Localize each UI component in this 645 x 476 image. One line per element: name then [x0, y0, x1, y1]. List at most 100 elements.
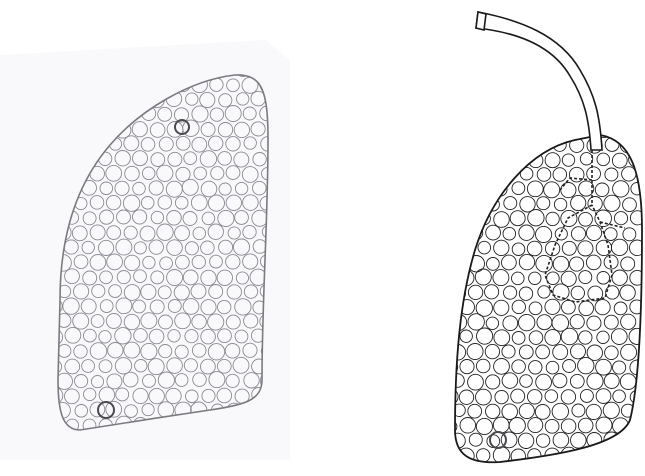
alveolus [510, 123, 525, 138]
trachea-tube [476, 12, 602, 150]
alveolus [586, 255, 601, 270]
alveolus [460, 183, 472, 195]
alveolus [502, 255, 517, 270]
alveolus [611, 329, 627, 345]
alveolus [504, 197, 517, 210]
alveolus [468, 404, 482, 418]
alveolus [477, 183, 490, 196]
alveolus [605, 168, 618, 181]
alveolus [570, 374, 584, 388]
alveolus [563, 360, 576, 373]
alveolus [561, 419, 576, 434]
alveolus [478, 241, 491, 254]
alveolus [586, 404, 601, 419]
alveolus [561, 390, 575, 404]
alveolus [444, 301, 458, 315]
alveolus [459, 240, 474, 255]
alveolus [579, 271, 592, 284]
alveolus [570, 315, 584, 329]
alveolus [512, 272, 525, 285]
alveolus [623, 198, 637, 212]
alveolus [578, 448, 593, 463]
alveolus [503, 227, 516, 240]
alveolus [527, 241, 542, 256]
alveolus [622, 434, 636, 448]
alveolus [461, 153, 474, 166]
alveolus [578, 418, 593, 433]
alveolus [519, 254, 534, 269]
alveolus [476, 152, 492, 168]
alveolus [528, 449, 541, 462]
alveolus [580, 389, 593, 402]
alveolus [597, 153, 610, 166]
alveolus [587, 373, 603, 389]
alveolus [504, 286, 517, 299]
alveolus [512, 243, 525, 256]
alveolus [614, 123, 628, 137]
alveolus [630, 123, 644, 137]
alveolus [495, 390, 508, 403]
alveolus [535, 405, 550, 420]
alveolus [459, 390, 473, 404]
alveolus [485, 285, 499, 299]
alveolus [545, 299, 560, 314]
alveolus [536, 434, 549, 447]
alveolus [468, 314, 484, 330]
alveolus [537, 315, 552, 330]
alveolus [442, 153, 457, 168]
alveolus [612, 270, 627, 285]
alveolus [597, 272, 610, 285]
alveolus [536, 374, 552, 390]
alveolus [493, 270, 509, 286]
alveolus [570, 257, 584, 271]
alveolus [544, 182, 560, 198]
alveolus [595, 183, 609, 197]
alveolus [502, 167, 515, 180]
alveolus [477, 122, 491, 136]
alveolus [614, 302, 627, 315]
alveolus [529, 331, 543, 345]
alveolus [467, 344, 483, 360]
alveolus [486, 225, 501, 240]
alveolus [445, 271, 458, 284]
alveolus [545, 419, 559, 433]
alveolus [545, 153, 560, 168]
alveolus [603, 402, 619, 418]
alveolus [546, 212, 559, 225]
alveolus [613, 390, 626, 403]
alveolus [529, 272, 541, 284]
alveolus [613, 361, 626, 374]
alveolus [451, 374, 465, 388]
alveolus [555, 228, 567, 240]
alveolus [451, 255, 466, 270]
alveolus [621, 314, 636, 329]
alveolus [596, 240, 611, 255]
alveolus [520, 375, 533, 388]
alveolus [571, 344, 586, 359]
alveolus [630, 391, 643, 404]
right-lung-alveoli [442, 121, 645, 464]
alveolus [486, 137, 500, 151]
alveolus [588, 197, 602, 211]
alveolus [629, 447, 645, 463]
alveolus [604, 315, 618, 329]
alveolus [461, 213, 473, 225]
alveolus [469, 433, 482, 446]
alveolus [596, 389, 611, 404]
alveolus [545, 330, 561, 346]
alveolus [442, 359, 458, 375]
alveolus [537, 168, 551, 182]
alveolus [503, 316, 518, 331]
alveolus [519, 287, 532, 300]
alveolus [494, 300, 509, 315]
alveolus [621, 344, 637, 360]
alveolus [536, 226, 552, 242]
alveolus [562, 300, 576, 314]
alveolus [502, 345, 515, 358]
alveolus [528, 418, 543, 433]
alveolus [512, 360, 526, 374]
alveolus [527, 123, 541, 137]
bronchial-branch [545, 150, 612, 302]
alveolus [477, 328, 493, 344]
alveolus [519, 225, 534, 240]
